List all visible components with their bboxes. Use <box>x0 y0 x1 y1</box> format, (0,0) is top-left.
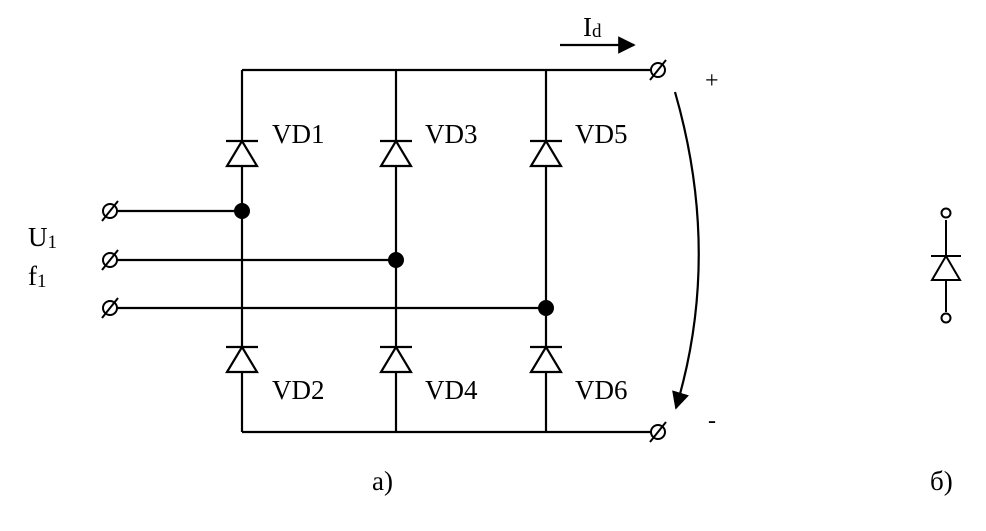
standalone-diode <box>930 207 962 324</box>
diode-vd6-symbol <box>529 344 563 374</box>
input-terminal-2 <box>101 249 119 271</box>
output-voltage-arrow <box>672 91 700 410</box>
frequency-label: f1 <box>28 261 47 292</box>
junction-dot <box>538 300 554 316</box>
diode-vd4-symbol <box>379 344 413 374</box>
input-terminal-3 <box>101 297 119 319</box>
negative-sign: - <box>708 408 716 434</box>
diode-vd2-symbol <box>225 344 259 374</box>
positive-sign: + <box>705 68 719 94</box>
wiring <box>110 68 651 434</box>
output-terminal-negative <box>649 421 667 443</box>
diode-vd6-label: VD6 <box>575 375 628 405</box>
input-terminal-1 <box>101 200 119 222</box>
caption-a: а) <box>372 466 393 496</box>
diode-vd2-label: VD2 <box>272 375 325 405</box>
voltage-label: U1 <box>28 222 57 253</box>
diode-vd5-symbol <box>529 138 563 168</box>
junction-dot <box>388 252 404 268</box>
terminals <box>101 59 667 443</box>
diodes <box>225 138 563 374</box>
current-label: Id <box>583 12 602 42</box>
junctions <box>234 203 554 316</box>
diode-vd3-label: VD3 <box>425 119 478 149</box>
diode-vd1-symbol <box>225 138 259 168</box>
diode-vd4-label: VD4 <box>425 375 478 405</box>
diode-vd3-symbol <box>379 138 413 168</box>
caption-b: б) <box>930 466 953 496</box>
diode-vd5-label: VD5 <box>575 119 628 149</box>
junction-dot <box>234 203 250 219</box>
diode-vd1-label: VD1 <box>272 119 325 149</box>
output-terminal-positive <box>649 59 667 81</box>
